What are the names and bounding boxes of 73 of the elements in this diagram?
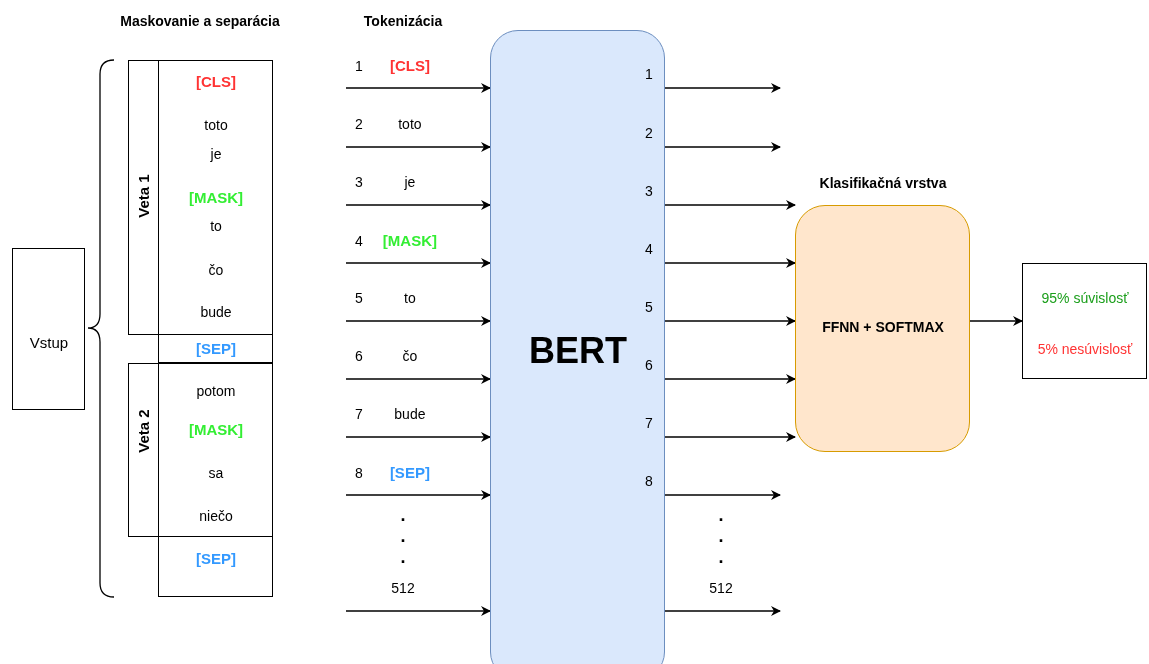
token-text: bude xyxy=(200,305,232,321)
sentence-box xyxy=(128,60,273,335)
section-heading: Tokenizácia xyxy=(363,14,443,30)
edge-label: 2 xyxy=(645,125,653,141)
separator-box xyxy=(158,537,273,597)
sentence-label: Veta 1 xyxy=(135,174,153,218)
edge-label: 4 xyxy=(645,241,653,257)
token-text: sa xyxy=(208,466,224,482)
token-text: je xyxy=(210,147,222,163)
sentence-label: Veta 2 xyxy=(135,409,153,453)
probability-text: 95% súvislosť xyxy=(1041,291,1129,307)
input-box xyxy=(12,248,85,410)
edge-label: 6 čo xyxy=(355,348,419,364)
ellipsis-dot: . xyxy=(718,506,724,526)
arrow xyxy=(345,432,491,442)
edge-label: 512 xyxy=(391,580,415,596)
edge-label: 8 [SEP] xyxy=(355,464,431,481)
arrow xyxy=(345,83,491,93)
arrow xyxy=(664,200,796,210)
edge-label: 1 xyxy=(645,66,653,82)
token-text: [MASK] xyxy=(188,421,244,439)
ellipsis-dot: . xyxy=(400,527,406,547)
section-heading: Klasifikačná vrstva xyxy=(819,176,947,192)
arrow xyxy=(345,606,491,616)
arrow xyxy=(345,490,491,500)
section-heading: Maskovanie a separácia xyxy=(120,14,280,30)
edge-label: 7 xyxy=(645,415,653,431)
token-text: [SEP] xyxy=(196,340,236,358)
arrow xyxy=(664,258,796,268)
model-box xyxy=(490,30,665,664)
model-label: BERT xyxy=(529,331,627,371)
edge-label: 1 [CLS] xyxy=(355,57,431,74)
edge-label: 6 xyxy=(645,357,653,373)
edge-label: 7 bude xyxy=(355,406,427,422)
arrow xyxy=(664,83,781,93)
edge-label: 4 [MASK] xyxy=(355,232,438,249)
edge-label: 3 je xyxy=(355,174,417,190)
ellipsis-dot: . xyxy=(718,548,724,568)
sentence-box xyxy=(128,363,273,537)
token-text: [MASK] xyxy=(188,189,244,207)
arrow xyxy=(345,258,491,268)
arrow xyxy=(664,374,796,384)
ellipsis-dot: . xyxy=(718,527,724,547)
token-text: to xyxy=(210,219,222,235)
edge-label: 8 xyxy=(645,473,653,489)
arrow xyxy=(345,316,491,326)
token-text: [SEP] xyxy=(196,550,236,568)
edge-label: 3 xyxy=(645,183,653,199)
arrow xyxy=(345,374,491,384)
arrow xyxy=(664,432,796,442)
arrow xyxy=(345,142,491,152)
arrow xyxy=(664,142,781,152)
edge-label: 5 xyxy=(645,299,653,315)
token-text: potom xyxy=(196,384,236,400)
input-label: Vstup xyxy=(29,334,69,352)
arrow xyxy=(664,606,781,616)
edge-label: 5 to xyxy=(355,290,417,306)
ellipsis-dot: . xyxy=(400,506,406,526)
ellipsis-dot: . xyxy=(400,548,406,568)
token-text: čo xyxy=(208,263,224,279)
token-text: [CLS] xyxy=(196,73,236,91)
output-box xyxy=(1022,263,1147,379)
arrow xyxy=(969,316,1023,326)
arrow xyxy=(345,200,491,210)
token-text: niečo xyxy=(199,509,233,525)
probability-text: 5% nesúvislosť xyxy=(1037,342,1133,358)
arrow xyxy=(664,490,781,500)
arrow xyxy=(664,316,796,326)
separator-box xyxy=(158,335,273,363)
token-text: toto xyxy=(204,118,228,134)
edge-label: 2 toto xyxy=(355,116,423,132)
classifier-label: FFNN + SOFTMAX xyxy=(822,320,944,336)
edge-label: 512 xyxy=(709,580,733,596)
